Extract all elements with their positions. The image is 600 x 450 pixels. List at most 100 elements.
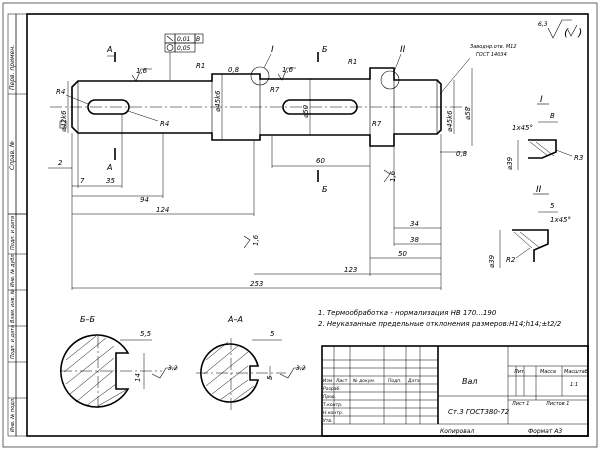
svg-text:0,01: 0,01 [177,36,190,43]
svg-text:1x45°: 1x45° [550,216,571,224]
svg-text:R2: R2 [506,256,516,264]
title-block-role-approved: Утв. [323,418,332,424]
svg-text:⌀45k6: ⌀45k6 [446,110,454,132]
svg-text:А–А: А–А [227,315,243,324]
detail-view-2: II 5 1x45° ⌀39 R2 [488,185,571,268]
detail-view-1: I В 1x45° ⌀39 R3 [506,95,583,170]
shaft-outline [71,67,442,147]
title-block-material: Ст.3 ГОСТ380-72 [448,408,510,416]
svg-text:1x45°: 1x45° [512,124,533,132]
svg-text:I: I [540,95,543,105]
svg-text:R7: R7 [270,86,280,94]
title-block: Лит. Масса Масштаб 1:1 Вал Ст.3 ГОСТ380-… [321,345,589,437]
svg-text:14: 14 [134,373,142,382]
svg-text:Б: Б [322,185,328,194]
svg-text:5,5: 5,5 [140,330,152,338]
svg-text:0,8: 0,8 [456,150,468,158]
section-bb: Б–Б 5,5 14 3,2 [60,315,178,410]
svg-text:R1: R1 [348,58,357,66]
title-block-col-izm: Изм [323,378,333,384]
svg-text:⌀45k6: ⌀45k6 [214,90,222,112]
side-label-dup-inv: Инв. № дубл. [10,253,16,287]
svg-text:R1: R1 [196,62,205,70]
title-block-role-developer: Разраб. [323,386,341,392]
title-block-col-list: Лист [335,378,348,384]
svg-text:II: II [400,45,406,55]
title-block-name: Вал [462,377,478,386]
svg-text:А: А [106,45,112,54]
svg-text:I: I [271,45,274,55]
svg-text:3,2: 3,2 [168,365,178,372]
side-label-orig-inv: Инв. № подл. [10,398,16,433]
svg-text:5: 5 [550,202,555,210]
title-block-col-date: Дата [407,378,420,384]
svg-text:2: 2 [58,159,63,167]
svg-text:1,6: 1,6 [136,67,148,75]
title-block-scale: 1:1 [570,382,578,388]
diameter-dims: ⌀42k6 ⌀45k6 ⌀50 ⌀45k6 ⌀58 [60,68,473,146]
side-label-first-use: Перв. примен. [9,45,16,90]
svg-text:В: В [196,36,200,43]
svg-text:II: II [536,185,542,195]
title-block-col-sign: Подп. [388,378,402,384]
title-block-format: Формат А3 [528,428,562,435]
section-aa: А–А 5 5 3,2 [196,315,306,410]
svg-text:5: 5 [270,330,275,338]
svg-text:Заводнр.отв. М12: Заводнр.отв. М12 [470,44,517,50]
section-markers: А А Б Б I II [106,45,406,194]
title-block-copied: Копировал [440,428,474,435]
svg-text:38: 38 [410,236,419,244]
svg-text:3,2: 3,2 [296,365,306,372]
svg-text:35: 35 [106,177,115,185]
title-block-sheet: Лист 1 [511,401,529,407]
svg-text:0,8: 0,8 [228,66,240,74]
side-label-reference: Справ. № [9,141,16,170]
svg-text:R7: R7 [372,120,382,128]
side-label-sign-date-2: Подп. и дата [10,325,16,359]
svg-text:6,3: 6,3 [538,21,548,28]
svg-text:R4: R4 [56,88,65,96]
general-roughness-mark: 6,3 ( ) [538,19,582,39]
title-block-col-lit: Лит. [513,369,526,375]
title-block-role-tech-control: Т.контр. [323,402,343,408]
svg-text:34: 34 [410,220,419,228]
svg-text:ГОСТ 14034: ГОСТ 14034 [476,52,507,58]
svg-text:123: 123 [344,266,357,274]
svg-text:R3: R3 [574,154,583,162]
svg-text:⌀58: ⌀58 [464,106,472,120]
title-block-sheets: Листов 1 [545,401,569,407]
svg-text:1,6: 1,6 [252,234,260,246]
title-block-col-scale: Масштаб [564,369,588,375]
svg-text:60: 60 [316,157,325,165]
tolerance-frame: 0,01 В 0,05 [164,33,204,80]
left-margin-strips: Перв. примен. Справ. № Подп. и дата Инв.… [7,13,28,437]
svg-text:253: 253 [250,280,263,288]
svg-text:50: 50 [398,250,407,258]
detail-circle-2 [380,70,400,90]
svg-text:⌀42k6: ⌀42k6 [60,110,68,132]
svg-text:⌀50: ⌀50 [302,104,310,118]
svg-text:94: 94 [140,196,149,204]
title-block-col-mass: Масса [540,369,556,375]
svg-text:В: В [550,112,555,120]
detail-circle-1 [250,66,270,86]
note-1: 1. Термообработка - нормализация НВ 170.… [318,309,497,317]
svg-text:1,6: 1,6 [282,66,294,74]
title-block-role-checker: Пров. [323,394,336,400]
svg-text:⌀39: ⌀39 [506,156,514,170]
shaft-callouts: R4 R4 R1 0,8 R7 1,6 R1 R7 1,6 0,8 1,6 За… [56,44,517,183]
svg-text:Б: Б [322,45,328,54]
svg-text:1,6: 1,6 [389,170,397,182]
svg-text:R4: R4 [160,120,169,128]
svg-text:7: 7 [80,177,85,185]
svg-text:А: А [106,163,112,172]
svg-text:(: ( [564,26,569,39]
length-dims: 2 7 35 94 124 60 34 38 50 123 253 1,6 [48,114,442,290]
keyway-right [282,99,358,115]
svg-text:Б–Б: Б–Б [80,315,95,324]
title-block-col-doc: № докум. [352,378,375,384]
svg-text:124: 124 [156,206,169,214]
svg-text:): ) [577,26,582,39]
